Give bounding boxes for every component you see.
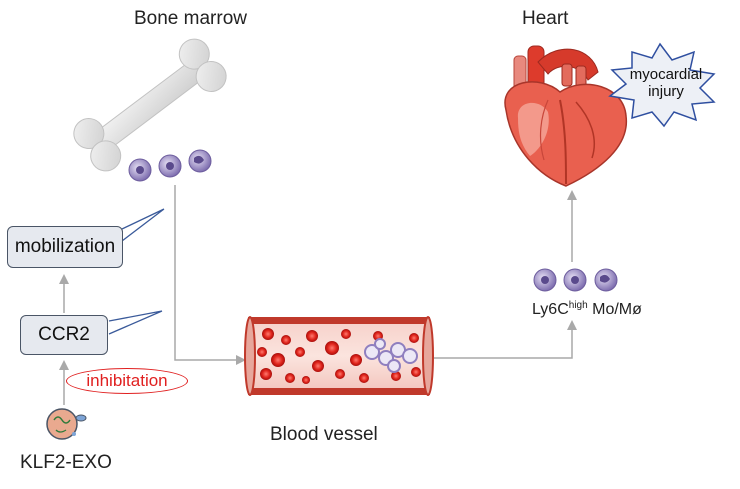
heart-label: Heart — [522, 8, 569, 29]
monocyte-icon — [128, 158, 152, 182]
vessel-monocytes — [364, 338, 418, 373]
ly6c-base: Ly6C — [532, 301, 569, 318]
ccr2-box: CCR2 — [20, 315, 108, 355]
myocardial-injury-line1: myocardial — [629, 66, 703, 83]
myocardial-injury-burst — [608, 42, 716, 128]
arrow-marrow-to-vessel — [174, 185, 246, 365]
monocyte-icon — [563, 268, 587, 292]
ly6c-superscript: high — [568, 300, 588, 311]
ly6c-label: Ly6Chigh Mo/Mø — [532, 300, 642, 319]
ly6c-rest: Mo/Mø — [587, 301, 642, 318]
arrow-vessel-to-cells — [434, 320, 577, 359]
klf2-exo-label: KLF2-EXO — [20, 452, 112, 473]
monocyte-icon — [594, 268, 618, 292]
myocardial-injury-line2: injury — [648, 83, 684, 100]
bone-marrow-monocytes — [128, 149, 212, 182]
inhibition-label: inhibitation — [66, 368, 188, 394]
exosome-icon — [46, 408, 87, 440]
bone-icon — [73, 38, 227, 172]
blood-vessel-label: Blood vessel — [270, 424, 378, 445]
monocyte-icon — [188, 149, 212, 173]
mobilization-box: mobilization — [7, 226, 123, 268]
blood-vessel-icon — [244, 316, 434, 396]
monocyte-icon — [533, 268, 557, 292]
monocyte-icon — [158, 154, 182, 178]
myocardial-injury-label: myocardial injury — [612, 66, 720, 100]
mobilization-callout — [121, 208, 165, 242]
ly6c-monocytes — [533, 268, 618, 292]
heart-icon — [504, 45, 628, 187]
ccr2-callout — [108, 310, 163, 335]
bone-marrow-label: Bone marrow — [134, 8, 247, 29]
